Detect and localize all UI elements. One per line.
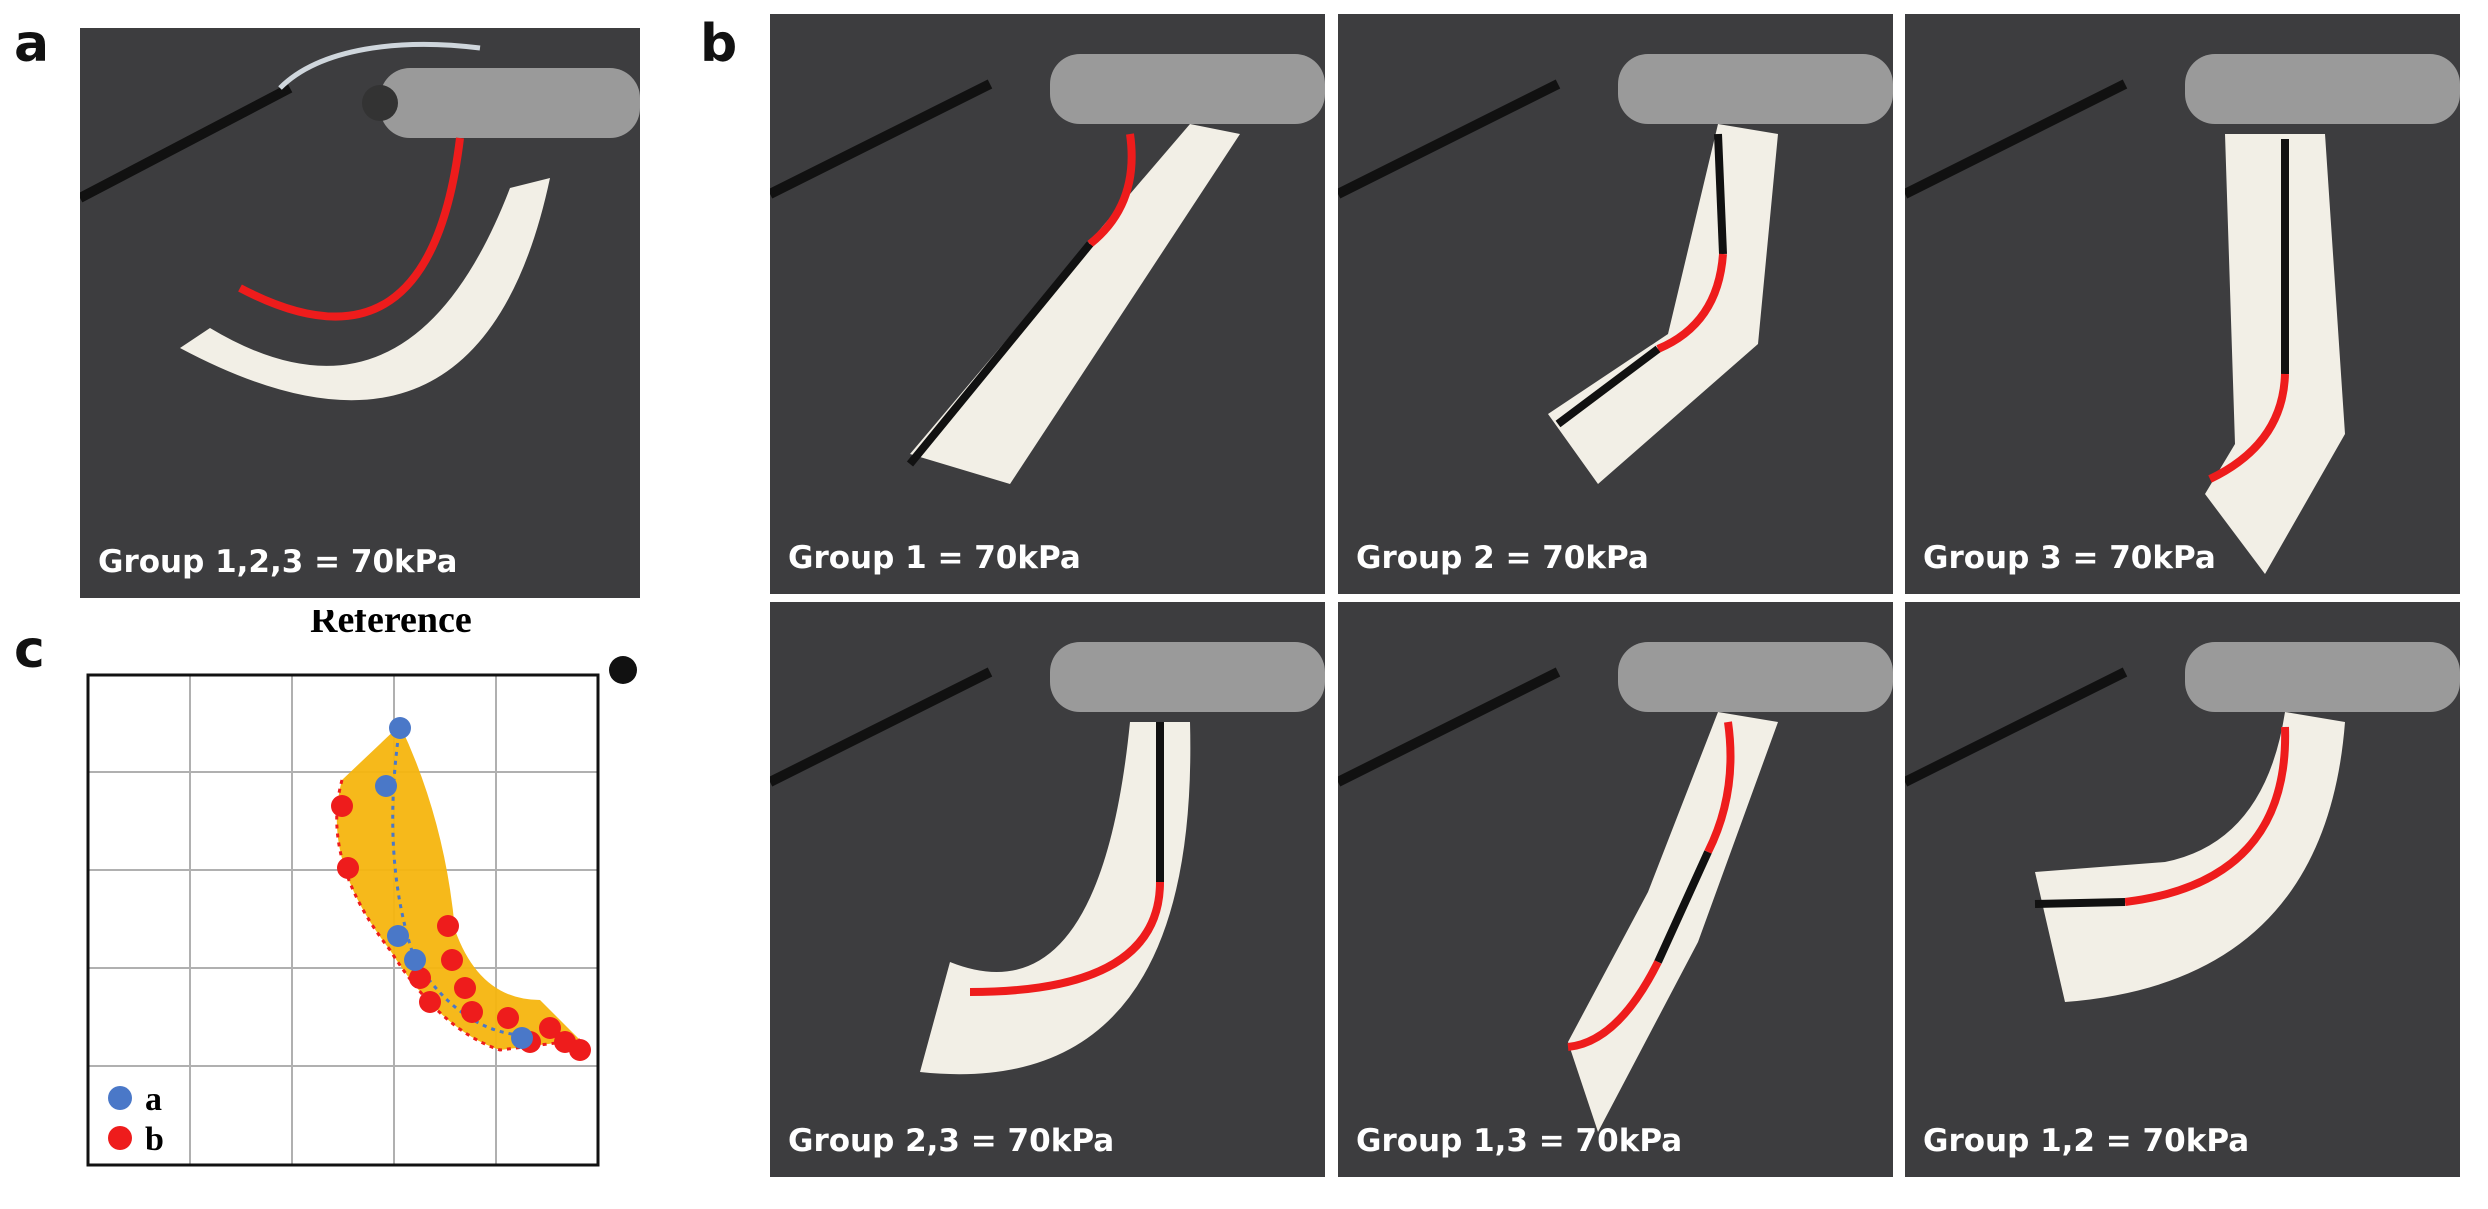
mount-screw — [362, 85, 398, 121]
soft-actuator — [180, 178, 550, 401]
legend-a-marker — [108, 1086, 132, 1110]
panel-label-c: c — [14, 620, 45, 680]
caption-group-1-2: Group 1,2 = 70kPa — [1923, 1123, 2250, 1159]
workspace-plot: Reference a b — [86, 599, 637, 1167]
photo-group-1-3-illustration — [1338, 642, 1893, 1132]
legend-b-label: b — [145, 1121, 164, 1158]
bend-segment — [238, 137, 464, 321]
legend-b-marker — [108, 1126, 132, 1150]
workspace-diagram: Reference a b — [60, 599, 700, 1190]
pneumatic-line — [278, 41, 481, 90]
photo-group-1-3: Group 1,3 = 70kPa — [1338, 602, 1893, 1177]
panel-label-a: a — [14, 14, 50, 74]
photo-group-3-illustration — [1905, 54, 2460, 574]
panel-label-b: b — [700, 14, 738, 74]
photo-group-2-3-illustration — [770, 642, 1325, 1075]
photo-group-2: Group 2 = 70kPa — [1338, 14, 1893, 594]
gripper-mount — [380, 68, 640, 138]
caption-group-2: Group 2 = 70kPa — [1356, 540, 1649, 576]
photo-a-illustration — [80, 41, 640, 401]
photo-group-3: Group 3 = 70kPa — [1905, 14, 2460, 594]
caption-group-1-3: Group 1,3 = 70kPa — [1356, 1123, 1683, 1159]
reference-point — [609, 656, 637, 684]
photo-panel-a: Group 1,2,3 = 70kPa — [80, 28, 640, 598]
grid — [88, 675, 598, 1165]
legend-a-label: a — [145, 1081, 162, 1118]
points-a — [375, 717, 533, 1049]
caption-group-1: Group 1 = 70kPa — [788, 540, 1081, 576]
plot-border — [86, 673, 600, 1167]
photo-group-1: Group 1 = 70kPa — [770, 14, 1325, 594]
air-tube — [80, 83, 293, 203]
photo-group-1-2: Group 1,2 = 70kPa — [1905, 602, 2460, 1177]
photo-group-1-illustration — [770, 54, 1325, 484]
caption-group-3: Group 3 = 70kPa — [1923, 540, 2216, 576]
caption-group-2-3: Group 2,3 = 70kPa — [788, 1123, 1115, 1159]
caption-panel-a: Group 1,2,3 = 70kPa — [98, 544, 458, 580]
reachable-region — [336, 725, 580, 1050]
photo-group-2-illustration — [1338, 54, 1893, 484]
photo-group-2-3: Group 2,3 = 70kPa — [770, 602, 1325, 1177]
photo-group-1-2-illustration — [1905, 642, 2460, 1002]
reference-label: Reference — [310, 610, 472, 641]
